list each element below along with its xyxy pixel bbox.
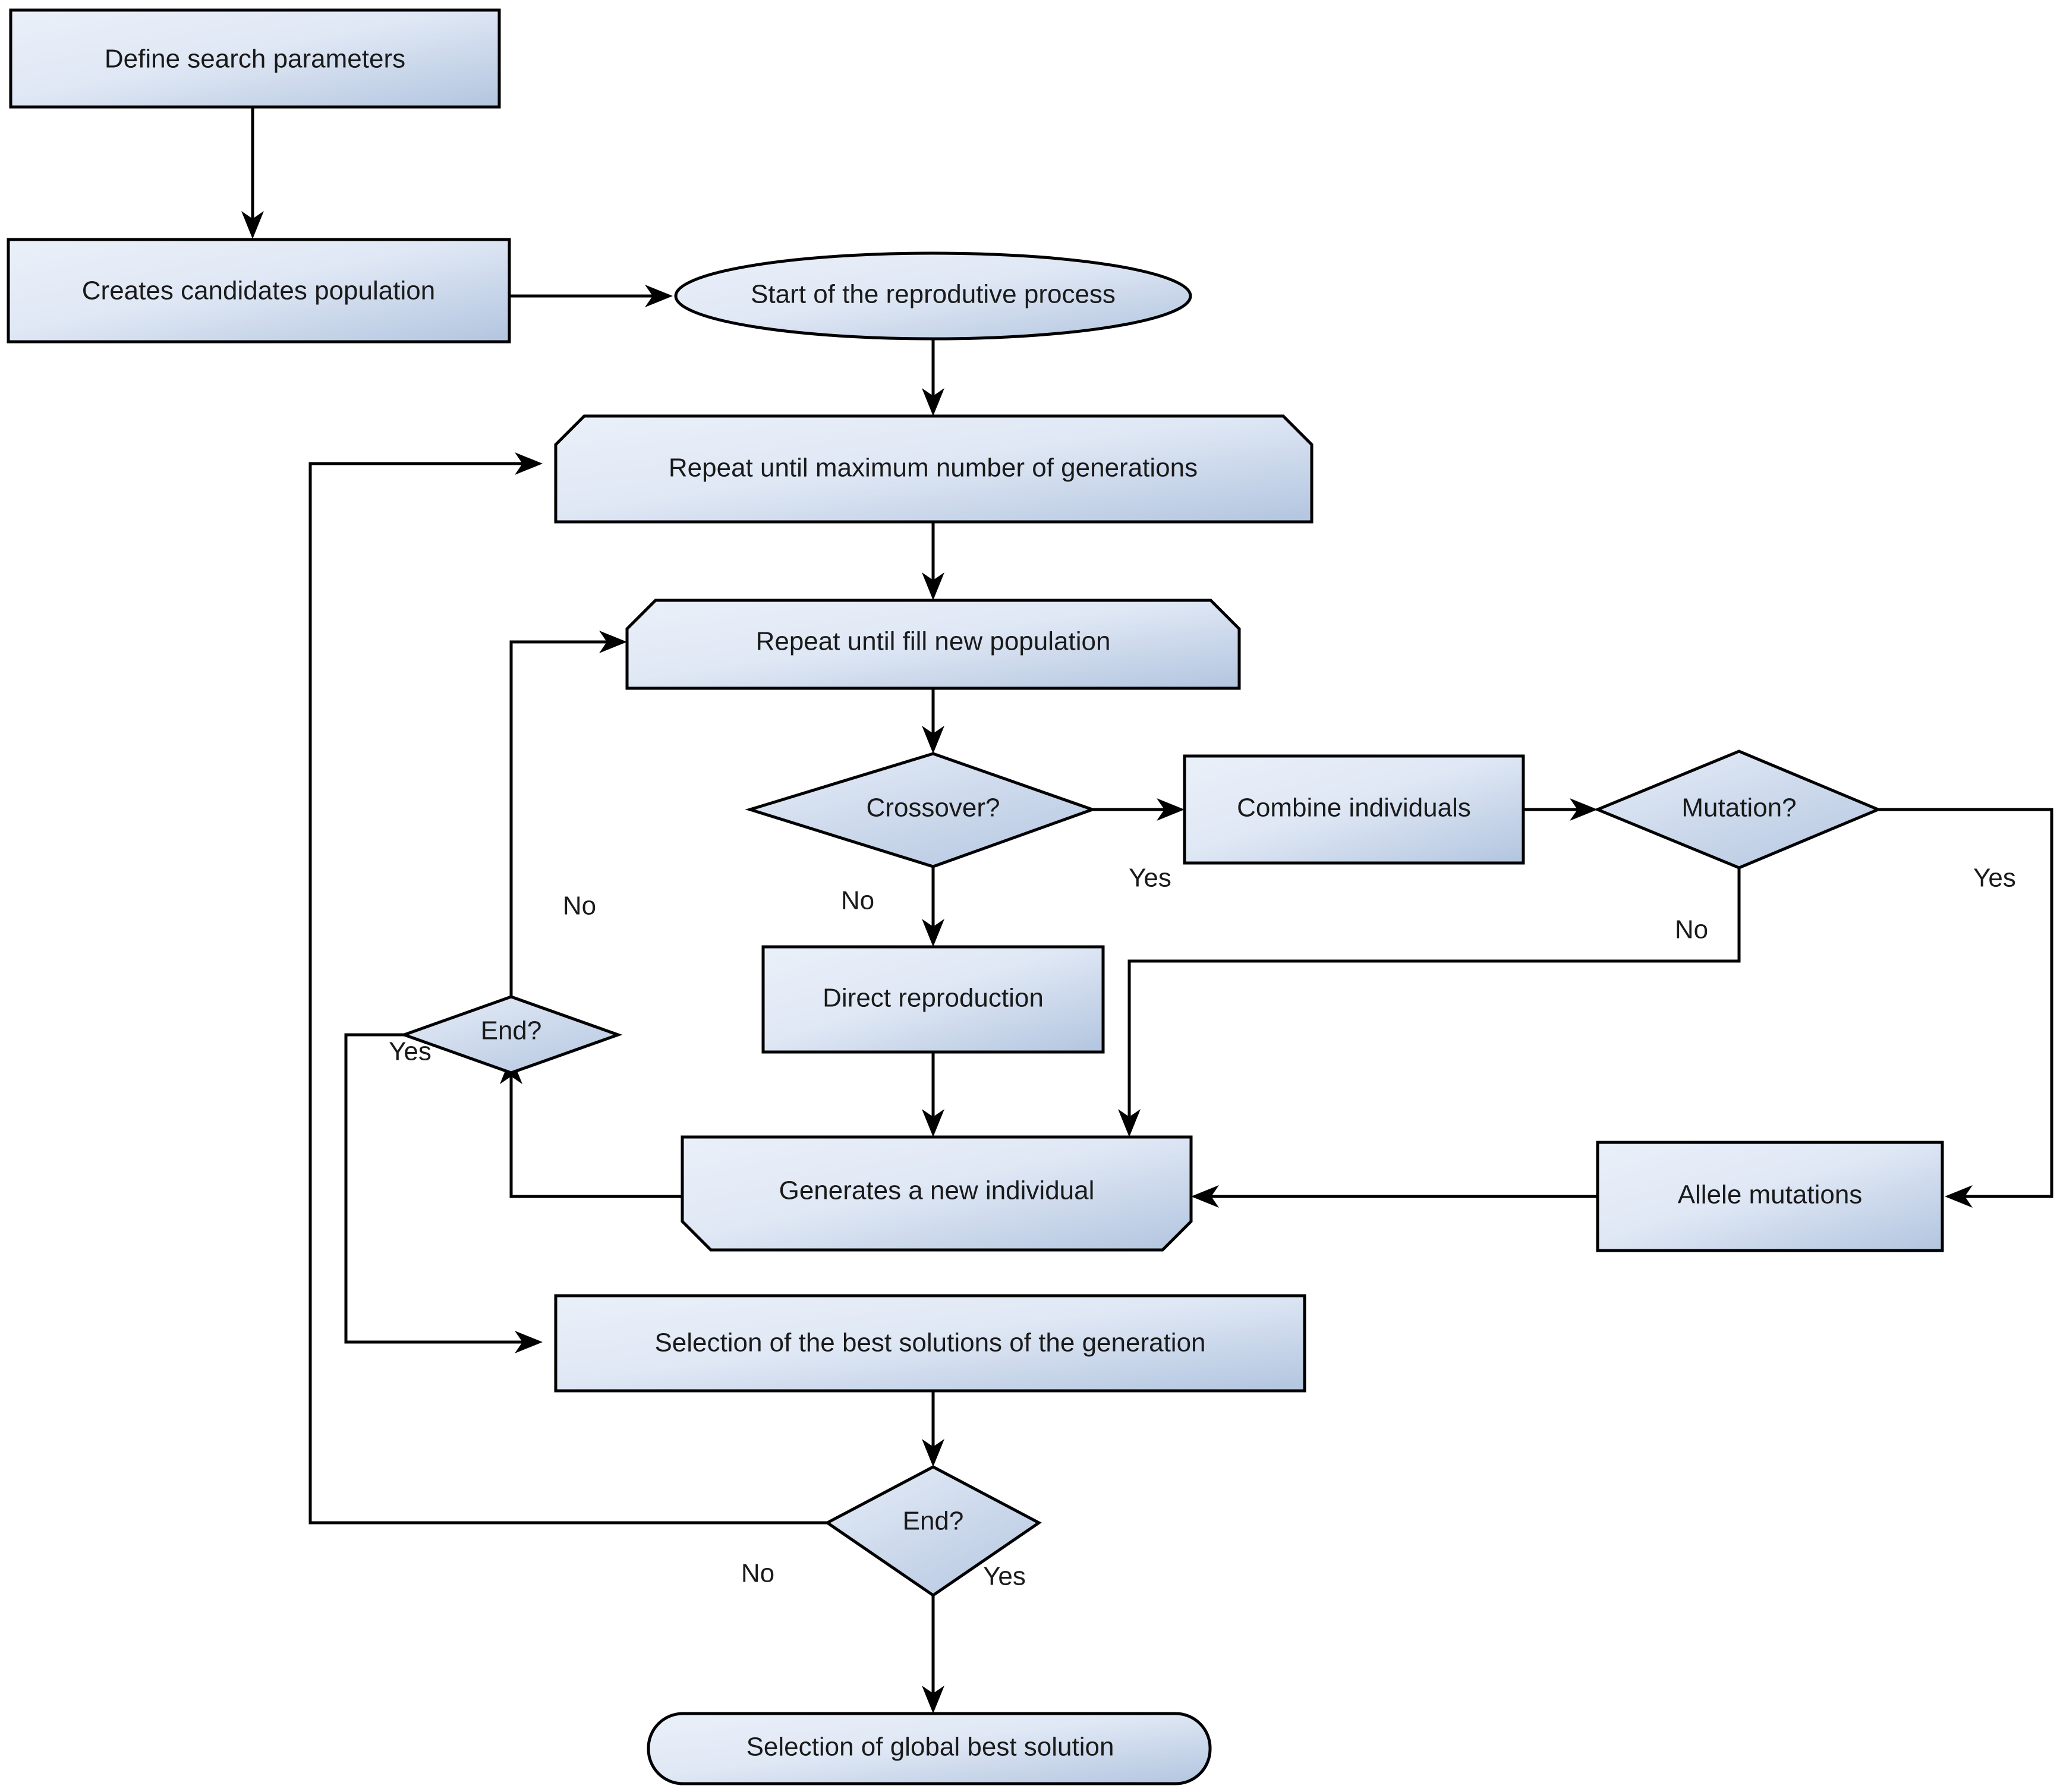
edge-mutation-yes-to-allele bbox=[1878, 808, 2053, 1208]
edge-allele-to-generates bbox=[1191, 1185, 1598, 1208]
node-label-repeat-max-generations: Repeat until maximum number of generatio… bbox=[669, 453, 1198, 483]
edge-inner-end-no-to-fill bbox=[509, 631, 627, 997]
node-selection-best-solutions[interactable]: Selection of the best solutions of the g… bbox=[554, 1294, 1306, 1393]
node-direct-reproduction[interactable]: Direct reproduction bbox=[761, 945, 1105, 1054]
node-mutation-decision[interactable]: Mutation? bbox=[1593, 749, 1882, 870]
node-label-start-reproductive-process: Start of the reprodutive process bbox=[751, 280, 1116, 309]
node-label-selection-best-solutions: Selection of the best solutions of the g… bbox=[654, 1328, 1205, 1358]
node-label-crossover-decision: Crossover? bbox=[867, 793, 1000, 823]
node-label-repeat-fill-new-population: Repeat until fill new population bbox=[756, 627, 1111, 656]
edge-label-mutation-yes: Yes bbox=[1973, 864, 2016, 893]
edge-selection-to-outer-end bbox=[922, 1391, 944, 1467]
edge-outer-end-no-to-generations bbox=[308, 452, 827, 1525]
edge-creates-to-start bbox=[509, 285, 673, 307]
node-label-mutation-decision: Mutation? bbox=[1681, 793, 1796, 823]
edge-label-crossover-no: No bbox=[841, 886, 874, 915]
node-creates-candidates-population[interactable]: Creates candidates population bbox=[7, 238, 511, 344]
node-repeat-max-generations[interactable]: Repeat until maximum number of generatio… bbox=[554, 414, 1314, 524]
edge-labels-layer: No Yes No Yes No Yes No Yes bbox=[389, 864, 2016, 1591]
edge-label-inner-end-no: No bbox=[563, 892, 596, 921]
node-label-inner-end-decision: End? bbox=[481, 1016, 542, 1045]
edge-mutation-no-to-generates bbox=[1118, 868, 1741, 1137]
edge-fill-to-crossover bbox=[922, 688, 944, 754]
edge-direct-to-generates bbox=[922, 1052, 944, 1137]
edges-layer: combine individuals --> direct reproduct… bbox=[241, 107, 2053, 1714]
node-label-generates-new-individual: Generates a new individual bbox=[779, 1176, 1095, 1205]
node-label-define-search-parameters: Define search parameters bbox=[105, 45, 405, 74]
edge-label-inner-end-yes: Yes bbox=[389, 1037, 431, 1066]
node-inner-end-decision[interactable]: End? bbox=[399, 995, 623, 1075]
node-outer-end-decision[interactable]: End? bbox=[824, 1465, 1042, 1598]
node-generates-new-individual[interactable]: Generates a new individual bbox=[681, 1135, 1193, 1252]
node-define-search-parameters[interactable]: Define search parameters bbox=[9, 8, 501, 109]
node-label-direct-reproduction: Direct reproduction bbox=[823, 984, 1044, 1013]
edge-label-outer-end-yes: Yes bbox=[983, 1562, 1026, 1591]
node-label-allele-mutations: Allele mutations bbox=[1678, 1180, 1863, 1210]
node-label-selection-global-best: Selection of global best solution bbox=[746, 1733, 1114, 1762]
edge-crossover-no-to-direct bbox=[922, 867, 944, 947]
edge-start-to-repeat-generations bbox=[922, 339, 944, 416]
node-allele-mutations[interactable]: Allele mutations bbox=[1596, 1141, 1944, 1252]
edge-label-outer-end-no: No bbox=[741, 1559, 774, 1588]
edge-crossover-yes-to-combine bbox=[1092, 798, 1185, 821]
edge-inner-end-yes-to-selection bbox=[344, 1033, 543, 1353]
node-start-reproductive-process[interactable]: Start of the reprodutive process bbox=[674, 251, 1192, 341]
edge-combine-to-mutation bbox=[1523, 798, 1598, 821]
node-selection-global-best[interactable]: Selection of global best solution bbox=[647, 1712, 1212, 1785]
node-label-creates-candidates-population: Creates candidates population bbox=[82, 276, 435, 306]
node-combine-individuals[interactable]: Combine individuals bbox=[1183, 754, 1525, 865]
edge-outer-end-yes-to-global-best bbox=[922, 1595, 944, 1714]
edge-define-to-creates bbox=[241, 107, 264, 239]
node-repeat-fill-new-population[interactable]: Repeat until fill new population bbox=[625, 599, 1241, 690]
edge-label-mutation-no: No bbox=[1675, 915, 1708, 944]
node-crossover-decision[interactable]: Crossover? bbox=[745, 752, 1097, 868]
edge-label-crossover-yes: Yes bbox=[1129, 864, 1171, 893]
edge-generations-to-fill bbox=[922, 522, 944, 600]
node-label-outer-end-decision: End? bbox=[903, 1507, 964, 1536]
node-label-combine-individuals: Combine individuals bbox=[1237, 793, 1471, 823]
